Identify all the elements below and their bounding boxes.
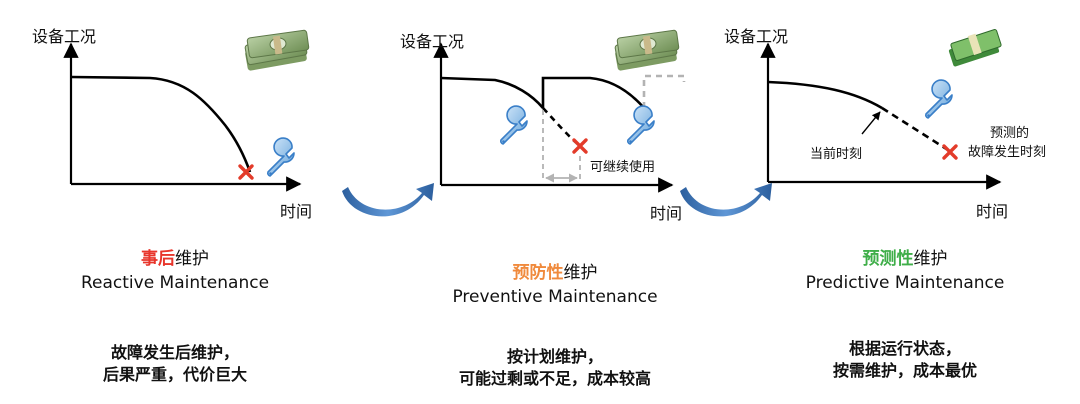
y-axis-label: 设备工况: [32, 27, 97, 46]
wrench-icon: [266, 137, 295, 177]
y-axis-label: 设备工况: [400, 32, 465, 51]
title-highlight: 预测性: [862, 249, 914, 269]
x-axis-label: 时间: [650, 204, 683, 223]
money-stack-icon: [948, 29, 1002, 67]
y-axis-label: 设备工况: [724, 27, 789, 46]
wrench-icon: [626, 105, 655, 145]
panel-title-en: Reactive Maintenance: [80, 273, 270, 293]
wrench-icon: [924, 79, 953, 119]
condition-curve: [70, 75, 252, 173]
title-rest: 维护: [175, 249, 209, 269]
panel-desc-line: 故障发生后维护，: [110, 343, 239, 362]
condition-curve: [440, 76, 544, 109]
x-axis-label: 时间: [976, 202, 1009, 221]
panel-reactive: [63, 29, 310, 192]
title-rest: 维护: [563, 263, 598, 283]
panel-title-cn: 事后维护: [40, 248, 310, 270]
money-stack-icon: [614, 29, 680, 72]
next-cycle-dashed: [642, 74, 686, 108]
panel-title-en: Predictive Maintenance: [805, 273, 1005, 293]
condition-curve: [767, 80, 883, 110]
current-time-label: 当前时刻: [810, 147, 863, 162]
title-rest: 维护: [913, 249, 948, 269]
current-time-pointer: [861, 111, 881, 135]
title-highlight: 事后: [141, 249, 175, 269]
money-stack-icon: [244, 29, 310, 72]
panel-desc-line: 可能过剩或不足，成本较高: [458, 369, 651, 388]
panel-preventive: [433, 29, 686, 193]
panel-desc-line: 根据运行状态，: [848, 339, 961, 358]
panel-title-en: Preventive Maintenance: [452, 287, 658, 307]
panel-title-cn: 预防性维护: [420, 262, 690, 284]
failure-x-icon: [572, 138, 588, 154]
remaining-life-note: 可继续使用: [590, 160, 656, 175]
panel-desc-line: 按需维护，成本最优: [832, 361, 977, 380]
reset-curve: [541, 76, 645, 109]
panel-title-cn: 预测性维护: [770, 248, 1040, 270]
x-axis-label: 时间: [280, 202, 313, 221]
predicted-failure-label: 故障发生时刻: [968, 145, 1047, 160]
predicted-failure-label: 预测的: [990, 126, 1030, 141]
title-highlight: 预防性: [512, 263, 564, 283]
cycle-arrow-icon: [680, 183, 772, 217]
wrench-icon: [499, 105, 528, 145]
panel-desc-line: 按计划维护，: [506, 347, 603, 366]
cycle-arrow-icon: [342, 183, 434, 217]
panel-desc-line: 后果严重，代价巨大: [102, 365, 247, 384]
failure-x-icon: [942, 144, 958, 160]
failure-x-icon: [238, 164, 254, 180]
panel-predictive: [760, 29, 1002, 190]
predicted-decline-dashed: [881, 106, 949, 152]
